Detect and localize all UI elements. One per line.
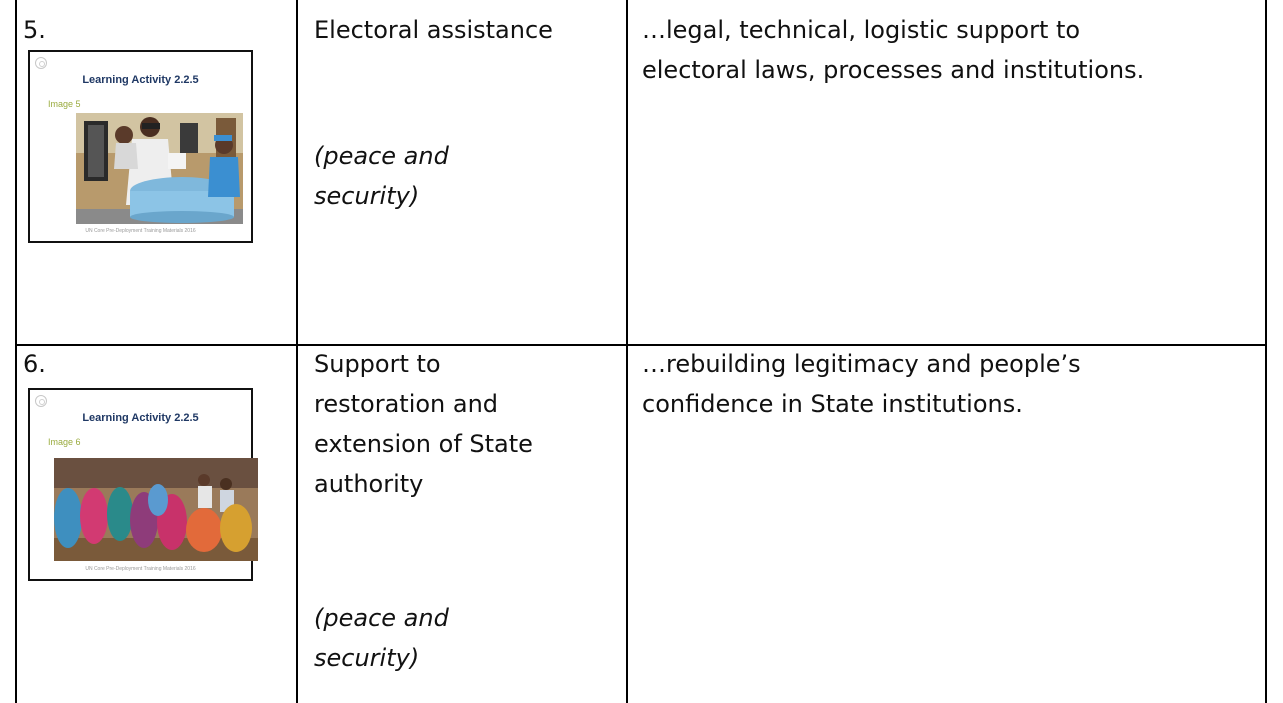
table-border-right xyxy=(1265,0,1267,703)
community-meeting-photo-icon xyxy=(54,458,258,561)
description-line: …legal, technical, logistic support to xyxy=(642,16,1081,44)
table-border-col1 xyxy=(296,0,298,703)
slide-subtitle: Image 5 xyxy=(48,99,81,109)
description-line: …rebuilding legitimacy and people’s xyxy=(642,350,1081,378)
row-number: 6. xyxy=(23,350,46,378)
category-line: security) xyxy=(314,644,420,672)
un-emblem-icon xyxy=(35,57,47,69)
topic-line: Support to xyxy=(314,350,441,378)
topic-line: extension of State xyxy=(314,430,533,458)
slide-footer: UN Core Pre-Deployment Training Material… xyxy=(85,566,196,572)
topic-line: authority xyxy=(314,470,424,498)
table-row: 5. Learning Activity 2.2.5 Image 5 xyxy=(15,0,1267,344)
category-line: (peace and xyxy=(314,142,449,170)
description-line: confidence in State institutions. xyxy=(642,390,1023,418)
table-row: 6. Learning Activity 2.2.5 Image 6 xyxy=(15,346,1267,703)
slide-thumbnail: Learning Activity 2.2.5 Image 5 xyxy=(28,50,253,243)
slide-thumbnail: Learning Activity 2.2.5 Image 6 xyxy=(28,388,258,581)
table-border-left xyxy=(15,0,17,703)
topic-line: restoration and xyxy=(314,390,499,418)
topic-line: Electoral assistance xyxy=(314,16,553,44)
row-number: 5. xyxy=(23,16,46,44)
un-emblem-icon xyxy=(35,395,47,407)
slide-subtitle: Image 6 xyxy=(48,437,81,447)
slide-footer: UN Core Pre-Deployment Training Material… xyxy=(85,228,196,234)
slide-title: Learning Activity 2.2.5 xyxy=(82,74,199,86)
document-table: 5. Learning Activity 2.2.5 Image 5 xyxy=(15,0,1267,703)
description-line: electoral laws, processes and institutio… xyxy=(642,56,1145,84)
voting-photo-icon xyxy=(76,113,243,224)
slide-title: Learning Activity 2.2.5 xyxy=(82,412,199,424)
table-border-row-divider xyxy=(15,344,1267,346)
category-line: security) xyxy=(314,182,420,210)
table-border-col2 xyxy=(626,0,628,703)
category-line: (peace and xyxy=(314,604,449,632)
